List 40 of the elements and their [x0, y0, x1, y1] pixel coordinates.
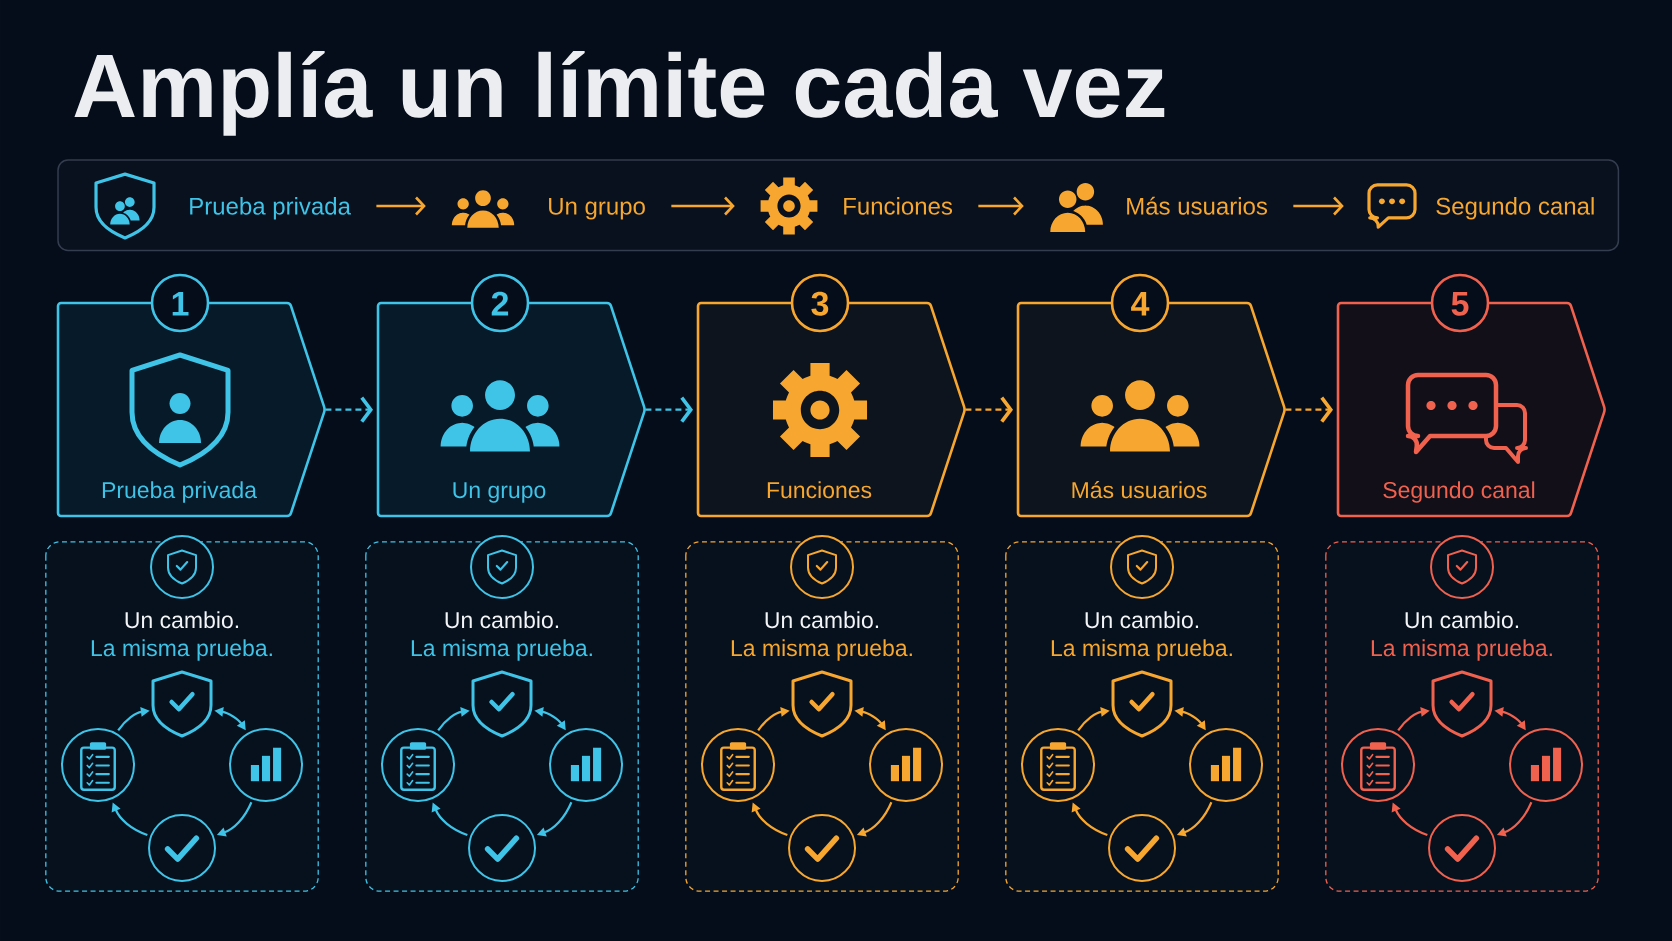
bar-chart-icon — [1509, 728, 1583, 802]
bar-chart-icon — [869, 728, 943, 802]
step-number: 3 — [790, 273, 850, 333]
flow-label: Segundo canal — [1436, 197, 1594, 220]
step-number: 4 — [1110, 273, 1170, 333]
check-icon — [1428, 814, 1496, 882]
title: Amplía un límite cada vez — [74, 51, 1165, 136]
shield-check-icon — [1111, 670, 1173, 738]
arrow — [978, 196, 1024, 216]
check-icon — [788, 814, 856, 882]
bar-chart-icon — [1189, 728, 1263, 802]
check-icon — [468, 814, 536, 882]
bar-chart-icon — [549, 728, 623, 802]
clipboard-icon — [701, 728, 775, 802]
shield-check-icon — [151, 670, 213, 738]
shield-check-icon — [791, 670, 853, 738]
shield-check-icon — [1431, 670, 1493, 738]
clipboard-icon — [61, 728, 135, 802]
dashed-arrow — [1285, 396, 1333, 423]
arrow — [671, 196, 735, 216]
flow-label: Funciones — [844, 197, 953, 215]
check-icon — [1108, 814, 1176, 882]
arrow — [1293, 196, 1344, 216]
clipboard-icon — [381, 728, 455, 802]
top-bar — [57, 159, 1620, 252]
flow-label: Prueba privada — [190, 197, 351, 220]
step-number: 2 — [470, 273, 530, 333]
shield-check-icon — [471, 670, 533, 738]
dashed-arrow — [645, 396, 693, 423]
dashed-arrow — [965, 396, 1013, 423]
flow-label: Más usuarios — [1127, 196, 1268, 215]
bar-chart-icon — [229, 728, 303, 802]
arrow — [376, 196, 426, 216]
check-icon — [148, 814, 216, 882]
flow-label: Un grupo — [549, 198, 645, 220]
step-number: 5 — [1430, 273, 1490, 333]
clipboard-icon — [1021, 728, 1095, 802]
clipboard-icon — [1341, 728, 1415, 802]
step-number: 1 — [150, 273, 210, 333]
dashed-arrow — [325, 396, 373, 423]
